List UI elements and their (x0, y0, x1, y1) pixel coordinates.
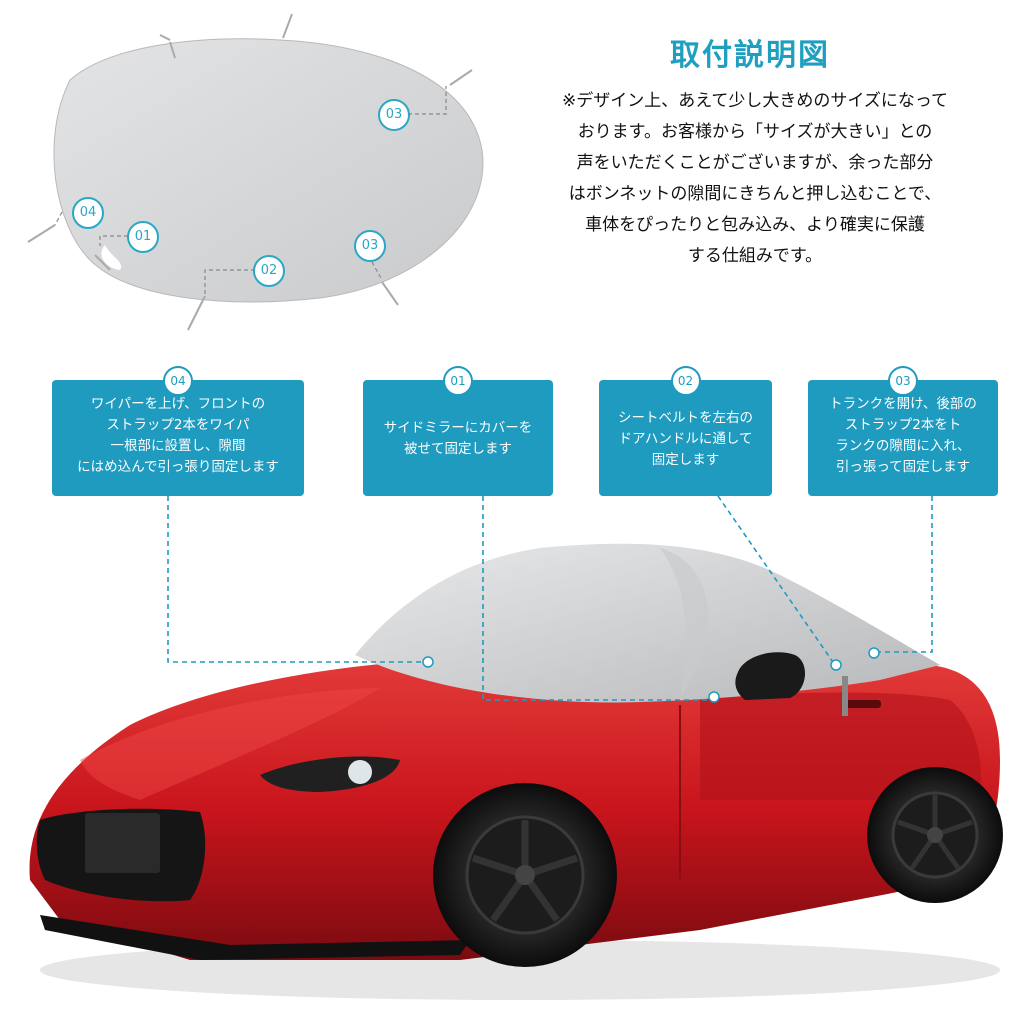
callout-01-mirror: 01 サイドミラーにカバーを 被せて固定します (363, 366, 553, 496)
callout-03-trunk: 03 トランクを開け、後部の ストラップ2本をト ランクの隙間に入れ、 引っ張っ… (808, 366, 998, 496)
cover-marker-04: 04 (72, 197, 104, 229)
callout-line: ランクの隙間に入れ、 (835, 438, 971, 454)
description-text: ※デザイン上、あえて少し大きめのサイズになって おります。お客様から「サイズが大… (505, 86, 1005, 272)
cover-marker-03-top: 03 (378, 99, 410, 131)
callout-line: ワイパーを上げ、フロントの (90, 396, 266, 412)
callout-line: ストラップ2本をワイパ (106, 417, 250, 433)
callout-line: トランクを開け、後部の (829, 396, 977, 412)
callout-line: 被せて固定します (404, 441, 512, 457)
callout-number-badge: 04 (163, 366, 193, 396)
description-line: おります。お客様から「サイズが大きい」との (577, 122, 933, 142)
description-line: する仕組みです。 (687, 246, 823, 266)
description-line: はボンネットの隙間にきちんと押し込むことで、 (568, 184, 942, 204)
callout-04-wiper: 04 ワイパーを上げ、フロントの ストラップ2本をワイパ 一根部に設置し、隙間 … (52, 366, 304, 496)
description-line: ※デザイン上、あえて少し大きめのサイズになって (561, 91, 949, 111)
callout-02-seatbelt: 02 シートベルトを左右の ドアハンドルに通して 固定します (599, 366, 772, 496)
description-line: 声をいただくことがございますが、余った部分 (576, 153, 934, 173)
cover-marker-02: 02 (253, 255, 285, 287)
callout-line: ドアハンドルに通して (618, 431, 753, 447)
callout-number-badge: 01 (443, 366, 473, 396)
callout-line: 固定します (651, 452, 720, 468)
callout-line: 引っ張って固定します (835, 459, 971, 475)
callout-number-badge: 02 (670, 366, 701, 396)
callout-number-badge: 03 (888, 366, 918, 396)
cover-marker-03-bottom: 03 (354, 230, 386, 262)
callout-line: 一根部に設置し、隙間 (110, 438, 246, 454)
callout-line: ストラップ2本をト (844, 417, 962, 433)
callout-line: にはめ込んで引っ張り固定します (77, 459, 279, 475)
description-line: 車体をぴったりと包み込み、より確実に保護 (585, 215, 925, 235)
cover-marker-01: 01 (127, 221, 159, 253)
page-title: 取付説明図 (670, 38, 830, 73)
callout-line: サイドミラーにカバーを (383, 420, 533, 436)
callout-line: シートベルトを左右の (618, 410, 753, 426)
